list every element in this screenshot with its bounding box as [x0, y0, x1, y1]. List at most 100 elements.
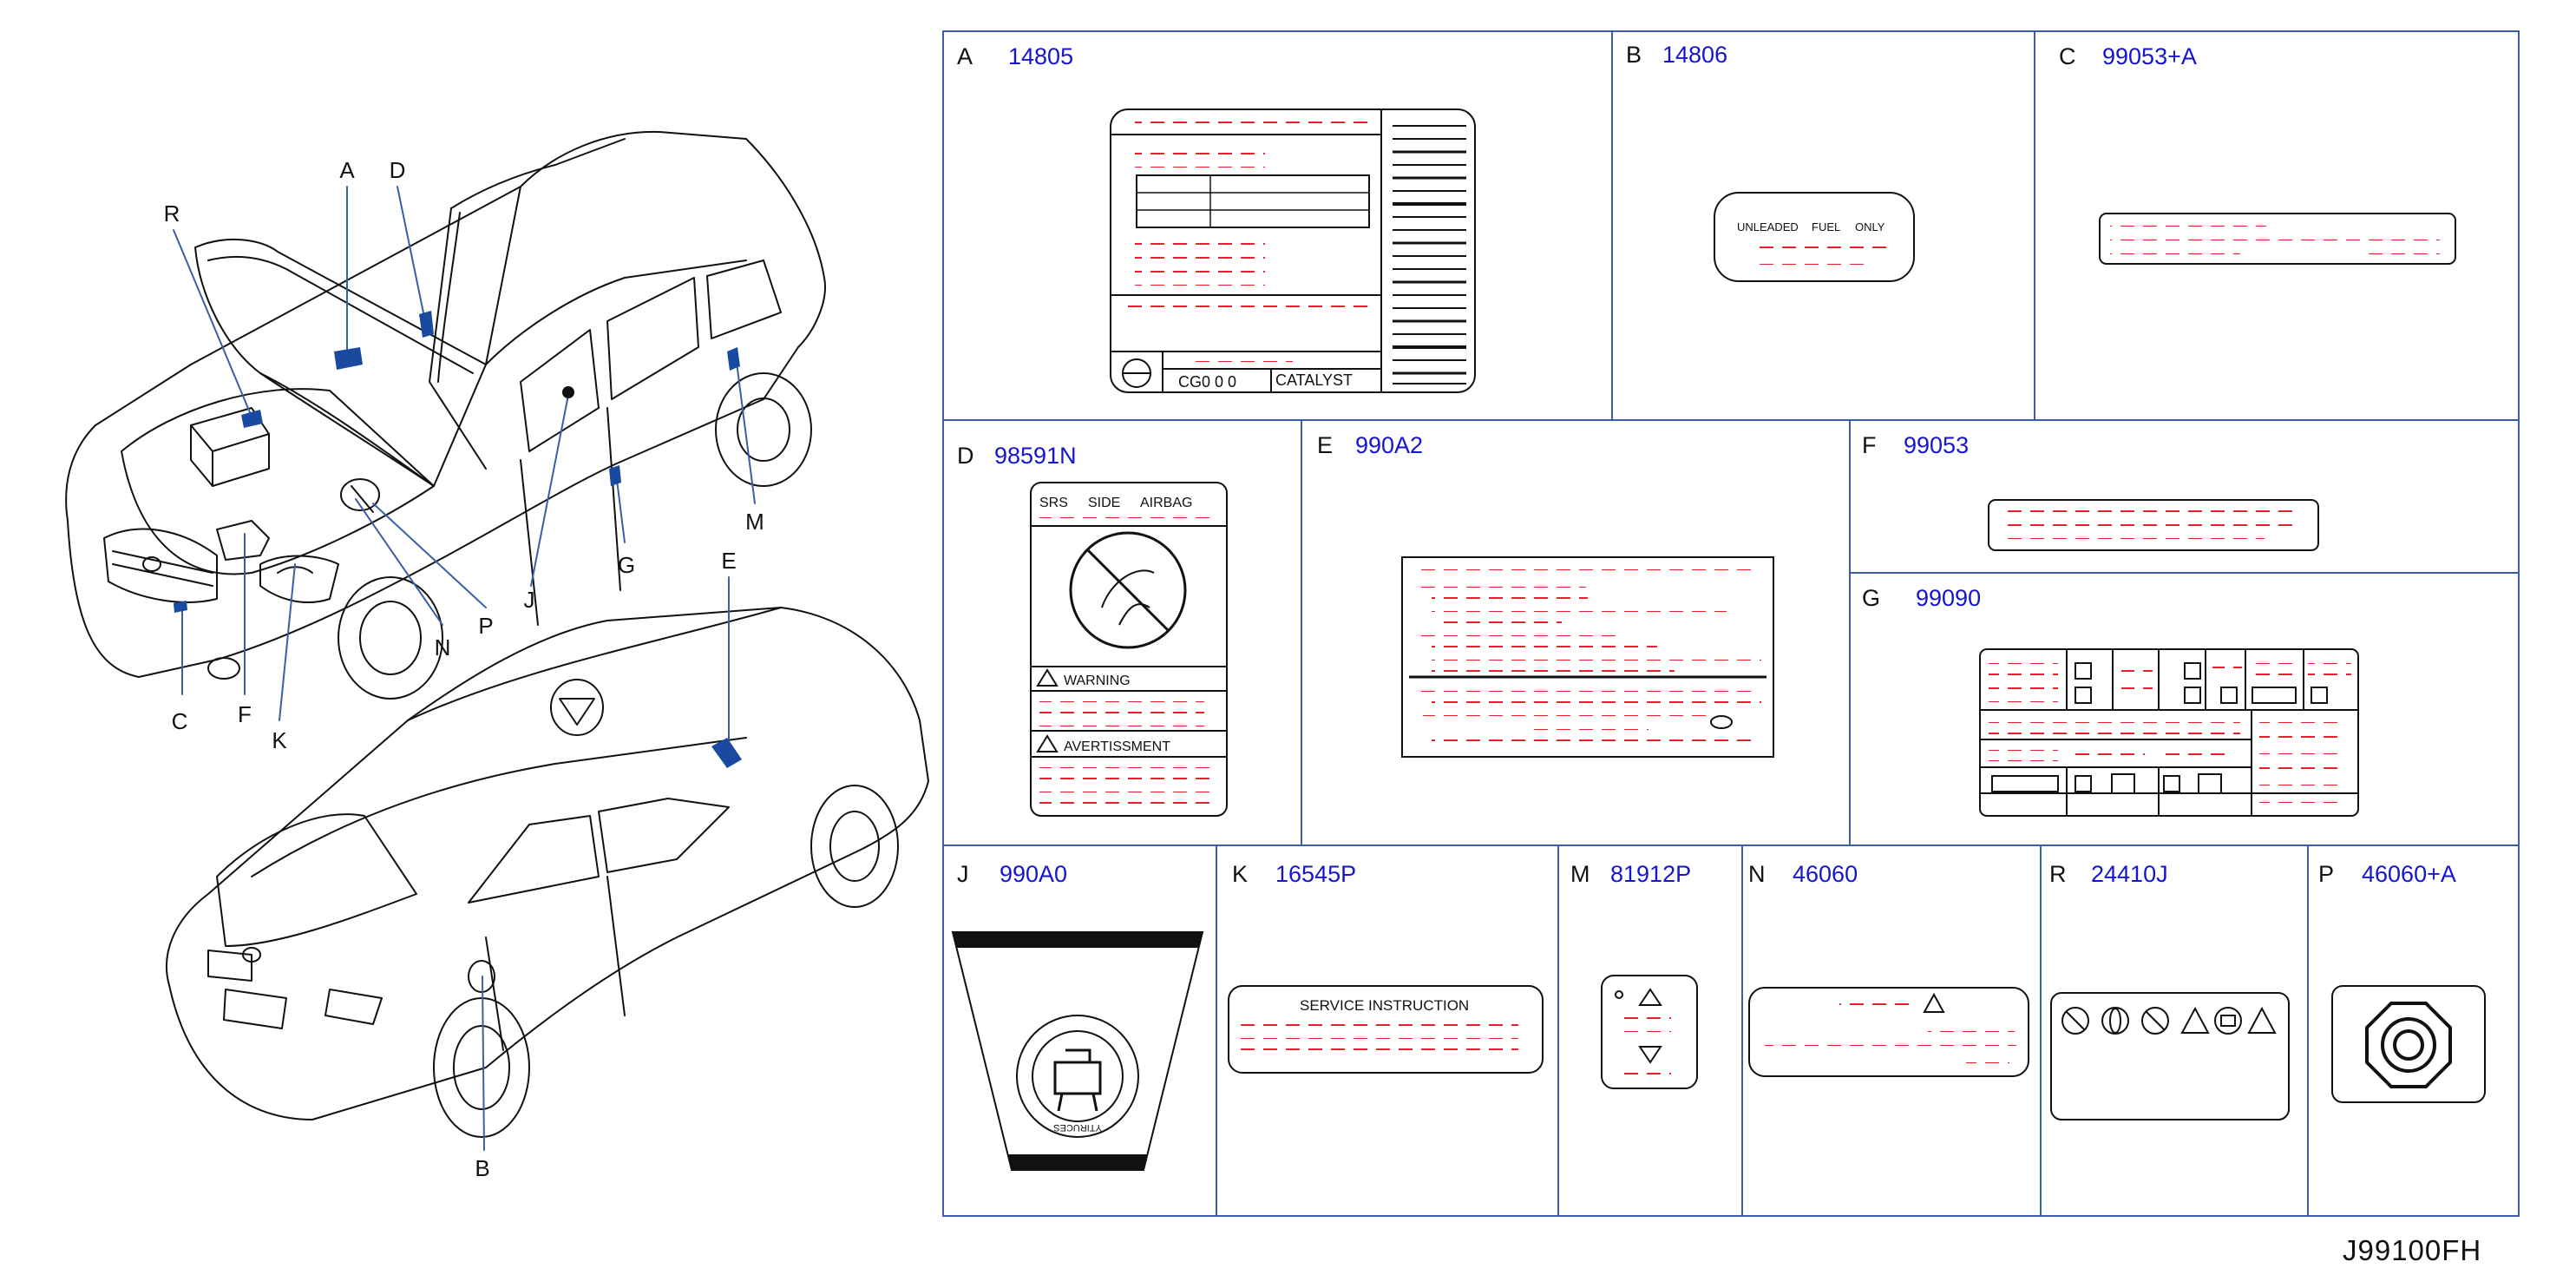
airbag-text: AIRBAG: [1140, 496, 1192, 510]
part-number: 99053: [1904, 432, 1969, 458]
panel-b-header: B 14806: [1626, 42, 1727, 68]
marker-d: [419, 311, 434, 338]
panel-letter: F: [1862, 432, 1877, 458]
callout-j: J: [524, 587, 535, 613]
panel-letter: E: [1317, 432, 1333, 458]
panel-m-header: M 81912P: [1570, 861, 1691, 887]
label-a-emission: CG0 0 0 CATALYST: [1110, 108, 1476, 393]
down-arrow-icon: [1638, 1046, 1662, 1064]
warning-icon: [1923, 992, 1945, 1013]
part-number: 98591N: [994, 443, 1077, 469]
label-j-security: YTIRUCES: [951, 931, 1204, 1171]
fuel-text: FUEL: [1812, 220, 1840, 233]
warning-text: WARNING: [1064, 674, 1131, 688]
panel-letter: D: [957, 443, 974, 469]
side-text: SIDE: [1088, 496, 1120, 510]
callout-k: K: [272, 727, 287, 753]
panel-letter: J: [957, 861, 969, 887]
marker-r: [241, 410, 263, 428]
panel-k-header: K 16545P: [1232, 861, 1356, 887]
callout-n: N: [435, 634, 451, 660]
manual-icon: [2214, 1007, 2242, 1035]
panel-letter: R: [2049, 861, 2067, 887]
service-instruction-text: SERVICE INSTRUCTION: [1300, 997, 1469, 1014]
marker-a: [334, 347, 363, 370]
unleaded-text: UNLEADED: [1737, 220, 1799, 233]
panel-letter: B: [1626, 42, 1642, 68]
up-arrow-icon: [1638, 988, 1662, 1006]
panel-p-header: P 46060+A: [2318, 861, 2456, 887]
callout-a: A: [339, 157, 355, 183]
seat-icon: [1053, 1048, 1102, 1112]
part-number: 14806: [1662, 42, 1727, 68]
panel-n-header: N 46060: [1748, 861, 1858, 887]
no-smoking-icon: [2061, 1007, 2089, 1035]
label-d-airbag: SRS SIDE AIRBAG WARNING AVERTISSMENT: [1030, 482, 1228, 817]
marker-m: [727, 347, 740, 371]
callout-e: E: [721, 548, 736, 574]
panel-letter: P: [2318, 861, 2334, 887]
vehicle-front-view: [65, 130, 826, 700]
srs-text: SRS: [1039, 496, 1068, 510]
label-b-fuel: UNLEADED FUEL ONLY: [1714, 192, 1915, 282]
label-k-service: SERVICE INSTRUCTION: [1228, 985, 1544, 1074]
panel-d-header: D 98591N: [957, 443, 1077, 469]
caution-icon: [2180, 1006, 2210, 1034]
no-flame-icon: [2141, 1007, 2169, 1035]
leader-lines: [173, 186, 756, 1151]
warning-icon: [1036, 668, 1059, 687]
panel-letter: G: [1862, 585, 1880, 611]
only-text: ONLY: [1855, 220, 1885, 233]
label-c: [2099, 213, 2456, 265]
part-number: 990A2: [1355, 432, 1423, 458]
callout-m: M: [745, 509, 764, 535]
warning-icon: [1036, 734, 1059, 752]
catalyst-text: CATALYST: [1275, 371, 1353, 389]
part-number: 99090: [1916, 585, 1981, 611]
part-number: 81912P: [1610, 861, 1691, 887]
diagram-id: J99100FH: [2343, 1234, 2482, 1266]
marker-c: [174, 601, 187, 613]
callout-p: P: [478, 613, 493, 639]
callout-g: G: [618, 552, 635, 578]
callout-c: C: [172, 708, 188, 734]
avertissment-text: AVERTISSMENT: [1064, 739, 1170, 754]
vehicle-illustration: A D R M G J P N C F K E B: [65, 130, 929, 1181]
part-number: 46060+A: [2362, 861, 2456, 887]
callout-b: B: [475, 1155, 489, 1181]
no-child-seat-icon: [1069, 531, 1187, 649]
panel-j-header: J 990A0: [957, 861, 1067, 887]
part-number: 99053+A: [2102, 43, 2197, 69]
part-number: 24410J: [2091, 861, 2168, 887]
vehicle-rear-view: [166, 607, 929, 1138]
label-f: [1988, 499, 2319, 551]
panel-letter: M: [1570, 861, 1590, 887]
panel-letter: A: [957, 43, 973, 69]
part-number: 14805: [1008, 43, 1073, 69]
panel-letter: C: [2059, 43, 2076, 69]
callout-r: R: [164, 200, 180, 227]
panel-letter: N: [1748, 861, 1766, 887]
explosion-icon: [2247, 1006, 2277, 1034]
part-number: 46060: [1793, 861, 1858, 887]
marker-e: [711, 738, 742, 768]
cg-code: CG0 0 0: [1178, 373, 1236, 391]
panel-a-header: A 14805: [957, 43, 1073, 69]
label-n: [1748, 987, 2029, 1077]
panel-c-header: C 99053+A: [2059, 43, 2197, 69]
callout-f: F: [238, 701, 252, 727]
brake-warning-icon: [2365, 1002, 2452, 1088]
part-number: 990A0: [1000, 861, 1067, 887]
label-e: [1401, 556, 1774, 758]
callout-d: D: [390, 157, 406, 183]
panel-f-header: F 99053: [1862, 432, 1969, 458]
panel-e-header: E 990A2: [1317, 432, 1423, 458]
panel-g-header: G 99090: [1862, 585, 1981, 611]
label-g-table: [1979, 648, 2359, 817]
ring-text: YTIRUCES: [1053, 1122, 1102, 1133]
marker-j: [562, 386, 574, 398]
label-m: [1601, 975, 1698, 1089]
panel-letter: K: [1232, 861, 1248, 887]
part-number: 16545P: [1275, 861, 1356, 887]
